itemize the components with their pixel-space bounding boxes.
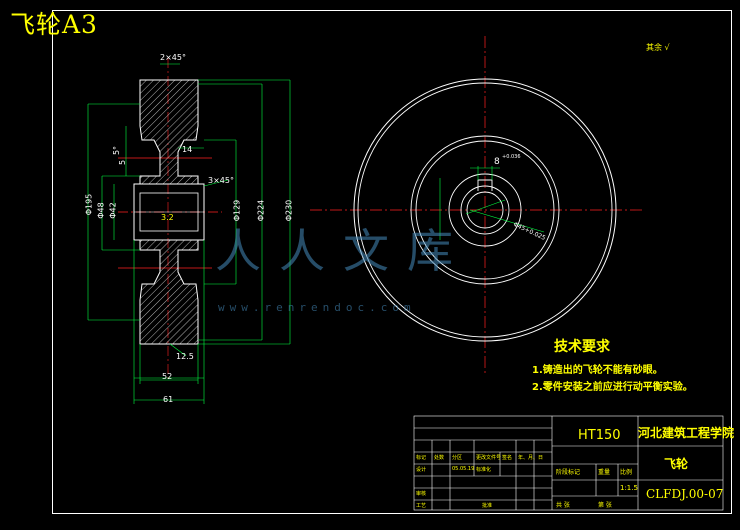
title-block-grid	[413, 415, 724, 511]
drawing-frame	[52, 10, 732, 514]
row-review: 审核	[416, 491, 427, 497]
dim-d48: Φ48	[96, 202, 106, 219]
technical-requirements: 技术要求 1.铸造出的飞轮不能有砂眼。 2.零件安装之前应进行动平衡实验。	[532, 336, 693, 396]
surface-mark: 其余 √	[646, 43, 670, 52]
school-name: 河北建筑工程学院	[638, 426, 735, 440]
count-label: 处数	[434, 455, 445, 461]
tech-item-2: 2.零件安装之前应进行动平衡实验。	[532, 382, 693, 393]
sheet-title: 飞轮A3	[10, 10, 98, 39]
section-view	[87, 58, 291, 404]
dim-chamfer-mid: 3×45°	[208, 176, 234, 185]
stage-label: 阶段标记	[556, 469, 581, 476]
sheet-no: 第 张	[598, 502, 612, 509]
dim-d42: Φ42	[108, 202, 118, 219]
dim-w52: 52	[162, 372, 173, 381]
scale-value: 1:1.5	[620, 484, 638, 492]
dim-chamfer-top: 2×45°	[160, 53, 186, 62]
mark-label: 标记	[416, 455, 427, 461]
designer-date: 05.05.19	[452, 466, 475, 472]
material: HT150	[578, 428, 621, 443]
dim-w61: 61	[163, 395, 174, 404]
date-label: 年、月、日	[518, 455, 544, 461]
watermark-url: www.renrendoc.com	[218, 301, 416, 314]
approve-label: 批准	[482, 503, 493, 509]
dim-key: 8	[494, 157, 500, 167]
drawing-number: CLFDJ.00-07	[646, 487, 724, 501]
weight-label: 重量	[598, 469, 611, 476]
row-process: 工艺	[416, 503, 427, 509]
roughness-3-2: 3.2	[161, 213, 174, 222]
dim-key-tol: +0.036	[502, 154, 521, 160]
standard-label: 标准化	[476, 467, 492, 473]
dim-r12-5: 12.5	[176, 352, 194, 361]
zone-label: 分区	[452, 455, 463, 461]
row-design: 设计	[416, 467, 427, 473]
dim-d195: Φ195	[84, 193, 94, 216]
sheet-total: 共 张	[556, 502, 570, 509]
dim-w14: 14	[182, 145, 193, 154]
front-view	[310, 36, 645, 375]
dim-side-5: 5	[118, 159, 128, 166]
watermark-brand: 人人文库	[215, 224, 471, 278]
dim-slope: 5°	[112, 145, 122, 156]
tech-item-1: 1.铸造出的飞轮不能有砂眼。	[532, 365, 663, 376]
part-name: 飞轮	[664, 457, 689, 471]
change-doc-label: 更改文件号	[476, 455, 502, 461]
scale-label: 比例	[620, 469, 633, 476]
sign-label: 签名	[502, 455, 513, 461]
tech-heading: 技术要求	[554, 339, 610, 355]
